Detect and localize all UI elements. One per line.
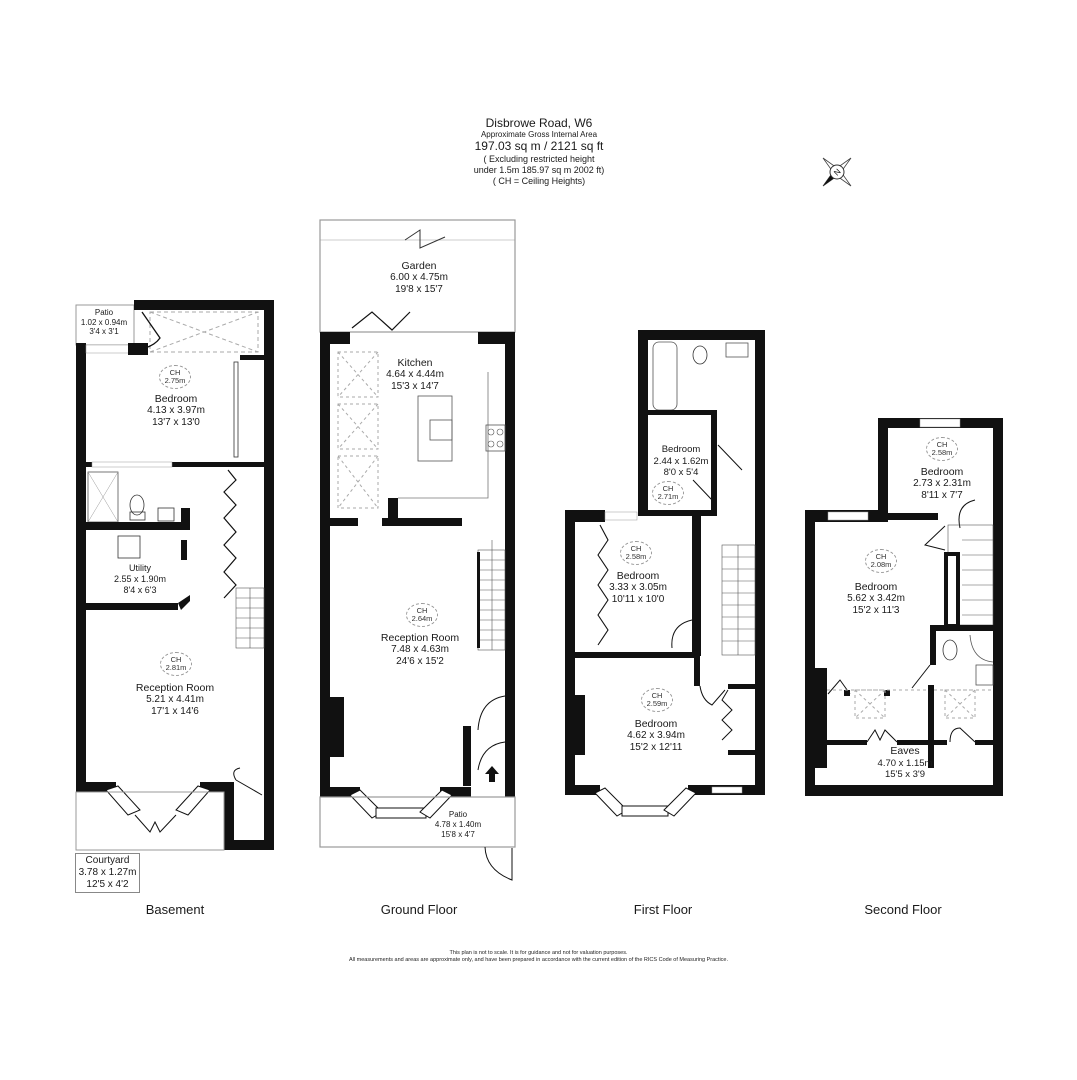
room-metric: 4.13 x 3.97m	[147, 405, 205, 416]
room-label-ground-kitchen: Kitchen 4.64 x 4.44m 15'3 x 14'7	[345, 357, 485, 393]
room-imperial: 3'4 x 3'1	[89, 327, 119, 336]
exclusion-note-1: ( Excluding restricted height	[483, 154, 595, 164]
room-label-basement-bedroom: Bedroom 4.13 x 3.97m 13'7 x 13'0	[106, 393, 246, 429]
room-imperial: 8'0 x 5'4	[663, 467, 699, 478]
floor-label-second: Second Floor	[864, 902, 942, 917]
first-floor-plan	[565, 330, 765, 817]
room-label-basement-courtyard: Courtyard 3.78 x 1.27m 12'5 x 4'2	[75, 853, 140, 893]
room-label-basement-reception: Reception Room 5.21 x 4.41m 17'1 x 14'6	[105, 682, 245, 718]
room-imperial: 10'11 x 10'0	[611, 594, 665, 605]
ground-floor-plan	[319, 219, 516, 881]
room-name: Courtyard	[85, 855, 130, 866]
room-imperial: 24'6 x 15'2	[396, 656, 444, 667]
room-name: Bedroom	[154, 393, 198, 405]
room-label-first-bedroom-small: Bedroom 2.44 x 1.62m 8'0 x 5'4	[631, 444, 731, 479]
room-imperial: 15'8 x 4'7	[441, 830, 475, 839]
room-name: Bedroom	[920, 466, 964, 478]
room-imperial: 15'2 x 11'3	[852, 605, 900, 616]
room-name: Reception Room	[380, 632, 460, 644]
room-metric: 6.00 x 4.75m	[390, 272, 448, 283]
room-metric: 2.73 x 2.31m	[913, 478, 971, 489]
room-name: Bedroom	[616, 570, 660, 582]
room-imperial: 15'2 x 12'11	[629, 742, 683, 753]
room-name: Bedroom	[661, 444, 701, 455]
room-metric: 4.78 x 1.40m	[434, 820, 482, 829]
room-label-ground-reception: Reception Room 7.48 x 4.63m 24'6 x 15'2	[350, 632, 490, 668]
room-metric: 5.62 x 3.42m	[847, 593, 905, 604]
room-label-basement-utility: Utility 2.55 x 1.90m 8'4 x 6'3	[90, 563, 190, 596]
room-metric: 4.64 x 4.44m	[386, 369, 444, 380]
area-subtitle: Approximate Gross Internal Area	[480, 130, 598, 139]
room-metric: 2.44 x 1.62m	[653, 455, 709, 467]
room-imperial: 19'8 x 15'7	[395, 284, 443, 295]
room-metric: 4.70 x 1.15m	[877, 757, 933, 769]
room-metric: 5.21 x 4.41m	[146, 694, 204, 705]
room-name: Garden	[401, 260, 437, 272]
floor-label-ground: Ground Floor	[380, 902, 458, 917]
compass-north-icon: N	[822, 157, 852, 187]
room-label-first-bedroom-large: Bedroom 4.62 x 3.94m 15'2 x 12'11	[586, 718, 726, 754]
room-label-second-bedroom-small: Bedroom 2.73 x 2.31m 8'11 x 7'7	[872, 466, 1012, 502]
exclusion-note-2: under 1.5m 185.97 sq m 2002 ft)	[473, 165, 605, 175]
svg-text:N: N	[832, 167, 843, 178]
room-name: Patio	[448, 810, 468, 819]
floor-label-first: First Floor	[633, 902, 693, 917]
disclaimer-line-2: All measurements and areas are approxima…	[349, 957, 728, 963]
room-name: Bedroom	[634, 718, 678, 730]
room-label-basement-patio: Patio 1.02 x 0.94m 3'4 x 3'1	[54, 308, 154, 337]
room-metric: 4.62 x 3.94m	[627, 730, 685, 741]
room-label-ground-garden: Garden 6.00 x 4.75m 19'8 x 15'7	[349, 260, 489, 296]
floor-label-basement: Basement	[145, 902, 205, 917]
room-metric: 7.48 x 4.63m	[391, 644, 449, 655]
room-label-ground-patio: Patio 4.78 x 1.40m 15'8 x 4'7	[408, 810, 508, 840]
room-label-second-eaves: Eaves 4.70 x 1.15m 15'5 x 3'9	[835, 745, 975, 781]
disclaimer-line-1: This plan is not to scale. It is for gui…	[449, 950, 628, 956]
room-imperial: 8'11 x 7'7	[921, 490, 963, 501]
room-imperial: 15'5 x 3'9	[884, 769, 926, 780]
property-title: Disbrowe Road, W6	[485, 116, 593, 130]
room-name: Patio	[94, 308, 114, 317]
room-name: Kitchen	[397, 357, 433, 369]
basement-plan	[75, 300, 274, 851]
room-label-second-bedroom-large: Bedroom 5.62 x 3.42m 15'2 x 11'3	[806, 581, 946, 617]
exclusion-note-3: ( CH = Ceiling Heights)	[492, 176, 586, 186]
room-label-first-bedroom-medium: Bedroom 3.33 x 3.05m 10'11 x 10'0	[568, 570, 708, 606]
room-name: Utility	[129, 563, 151, 573]
room-imperial: 15'3 x 14'7	[391, 381, 439, 392]
room-metric: 1.02 x 0.94m	[80, 317, 128, 327]
room-metric: 3.33 x 3.05m	[609, 582, 667, 593]
room-metric: 3.78 x 1.27m	[78, 867, 137, 878]
room-name: Bedroom	[854, 581, 898, 593]
room-imperial: 12'5 x 4'2	[86, 879, 129, 890]
second-floor-plan	[805, 418, 1003, 796]
room-name: Reception Room	[135, 682, 215, 694]
room-imperial: 17'1 x 14'6	[151, 706, 199, 717]
gross-area: 197.03 sq m / 2121 sq ft	[474, 139, 604, 153]
room-metric: 2.55 x 1.90m	[113, 574, 167, 584]
room-imperial: 8'4 x 6'3	[123, 585, 157, 595]
room-name: Eaves	[890, 745, 920, 757]
room-imperial: 13'7 x 13'0	[152, 417, 200, 428]
